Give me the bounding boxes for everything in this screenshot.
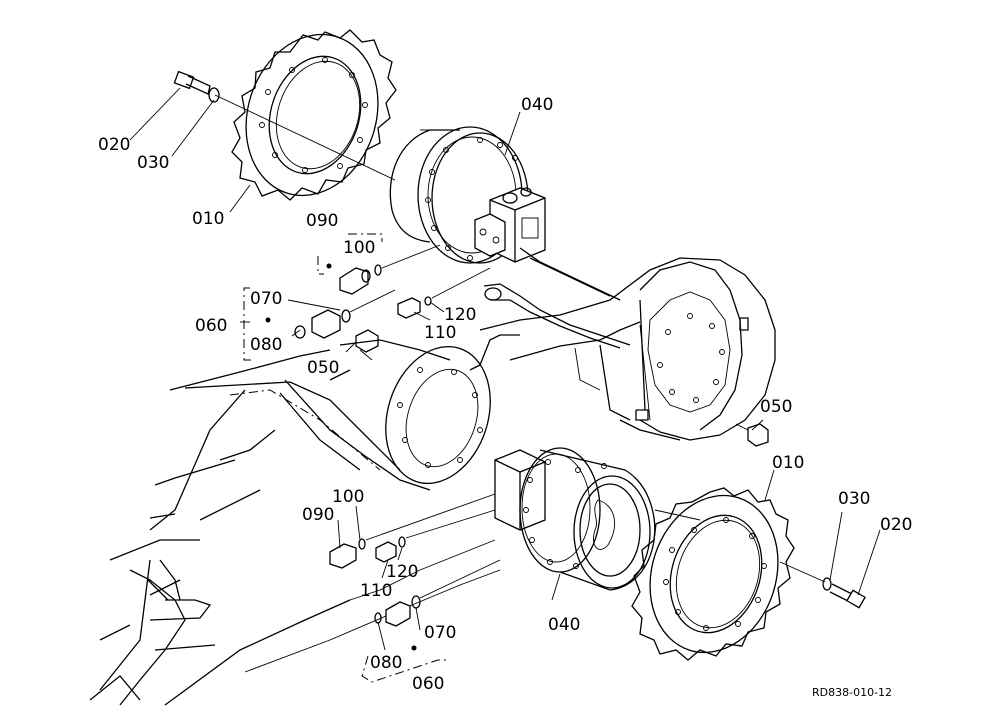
label-010-top: 010 (192, 209, 224, 229)
label-120-bottom: 120 (386, 562, 418, 582)
leader-lines (129, 87, 881, 651)
drawing-reference: RD838-010-12 (812, 686, 892, 699)
label-070-bottom: 070 (424, 623, 456, 643)
track-frame (89, 349, 501, 706)
sprocket-bottom (631, 487, 795, 661)
label-050-right: 050 (760, 397, 792, 417)
fittings-bottom (329, 493, 496, 569)
part-labels: 010 020 030 040 090 100 070 060 080 050 … (98, 95, 912, 694)
label-080-top: 080 (250, 335, 282, 355)
plug-050-top (355, 329, 379, 361)
label-040-bottom: 040 (548, 615, 580, 635)
label-080-bottom: 080 (370, 653, 402, 673)
label-070-top: 070 (250, 289, 282, 309)
label-120-top: 120 (444, 305, 476, 325)
upper-frame-housing (469, 257, 776, 441)
bracket-090-top (317, 233, 383, 275)
lower-frame-cavity (329, 339, 491, 484)
fitting-090-top (326, 244, 441, 295)
fitting-060-top (243, 287, 396, 361)
label-060-top: 060 (195, 316, 227, 336)
label-030-right: 030 (838, 489, 870, 509)
label-050-top: 050 (307, 358, 339, 378)
label-030-top: 030 (137, 153, 169, 173)
label-100-bottom: 100 (332, 487, 364, 507)
travel-motor-top (389, 126, 621, 301)
fitting-110-top (397, 267, 491, 319)
sprocket-top (231, 29, 397, 201)
label-110-top: 110 (424, 323, 456, 343)
label-060-bottom: 060 (412, 674, 444, 694)
bolt-top (173, 70, 220, 103)
label-020-right: 020 (880, 515, 912, 535)
label-040-top: 040 (521, 95, 553, 115)
label-090-top: 090 (306, 211, 338, 231)
bolt-bottom (779, 561, 866, 609)
label-100-top: 100 (343, 238, 375, 258)
label-020-top: 020 (98, 135, 130, 155)
label-090-bottom: 090 (302, 505, 334, 525)
plug-050-right (735, 423, 769, 447)
fitting-060-bottom (361, 559, 501, 683)
travel-motor-bottom (494, 447, 701, 591)
label-010-right: 010 (772, 453, 804, 473)
label-110-bottom: 110 (360, 581, 392, 601)
